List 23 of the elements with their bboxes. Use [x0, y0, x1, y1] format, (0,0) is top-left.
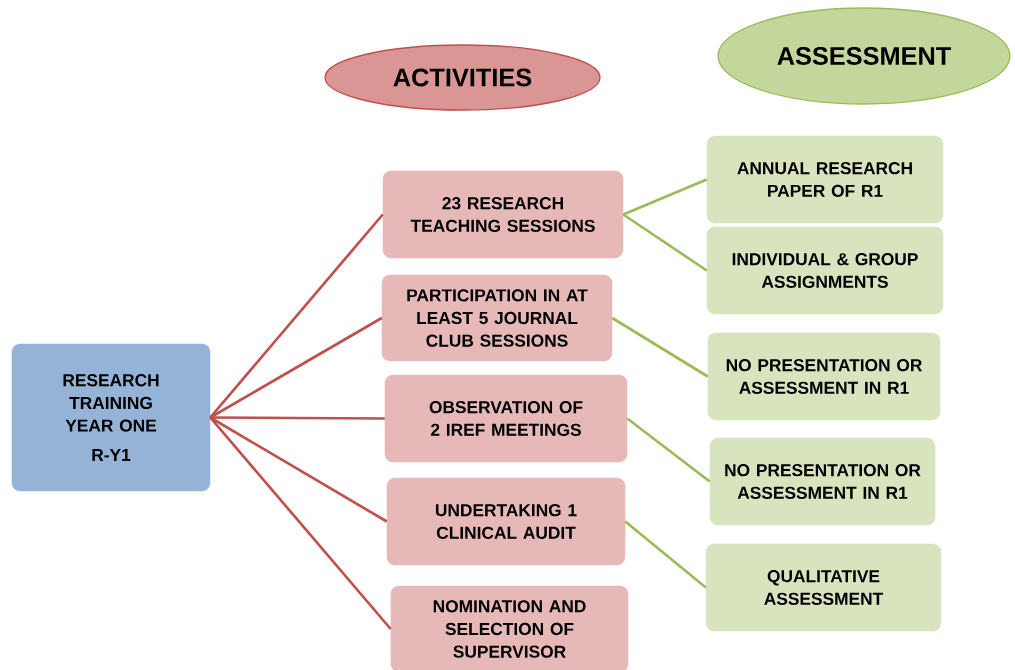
assessment-box: INDIVIDUAL & GROUP ASSIGNMENTS: [706, 226, 944, 315]
connector-line: [624, 520, 707, 589]
connector-line: [611, 316, 709, 378]
ellipse-label: ASSESSMENT: [717, 7, 1011, 105]
assessment-box: NO PRESENTATION OR ASSESSMENT IN R1: [709, 437, 936, 526]
connector-line: [209, 416, 388, 523]
activity-box: NOMINATION AND SELECTION OF SUPERVISOR: [390, 585, 629, 670]
ellipse-label: ACTIVITIES: [324, 44, 601, 111]
connector-line: [622, 178, 708, 216]
start-box: RESEARCH TRAINING YEAR ONE R-Y1: [11, 343, 211, 492]
connector-line: [209, 416, 392, 630]
activity-box: 23 RESEARCH TEACHING SESSIONS: [382, 170, 624, 259]
assessment-box: QUALITATIVE ASSESSMENT: [705, 543, 942, 632]
connector-line: [210, 416, 385, 420]
activity-box: PARTICIPATION IN AT LEAST 5 JOURNAL CLUB SESSIONS: [381, 274, 613, 362]
connector-line: [209, 316, 383, 419]
assessment-box: ANNUAL RESEARCH PAPER OF R1: [706, 135, 944, 224]
connector-line: [626, 417, 711, 483]
activity-box: UNDERTAKING 1 CLINICAL AUDIT: [386, 477, 626, 566]
connector-line: [622, 213, 708, 272]
activity-box: OBSERVATION OF 2 IREF MEETINGS: [384, 374, 628, 463]
assessment-box: NO PRESENTATION OR ASSESSMENT IN R1: [707, 332, 941, 421]
connector-line: [209, 213, 384, 419]
